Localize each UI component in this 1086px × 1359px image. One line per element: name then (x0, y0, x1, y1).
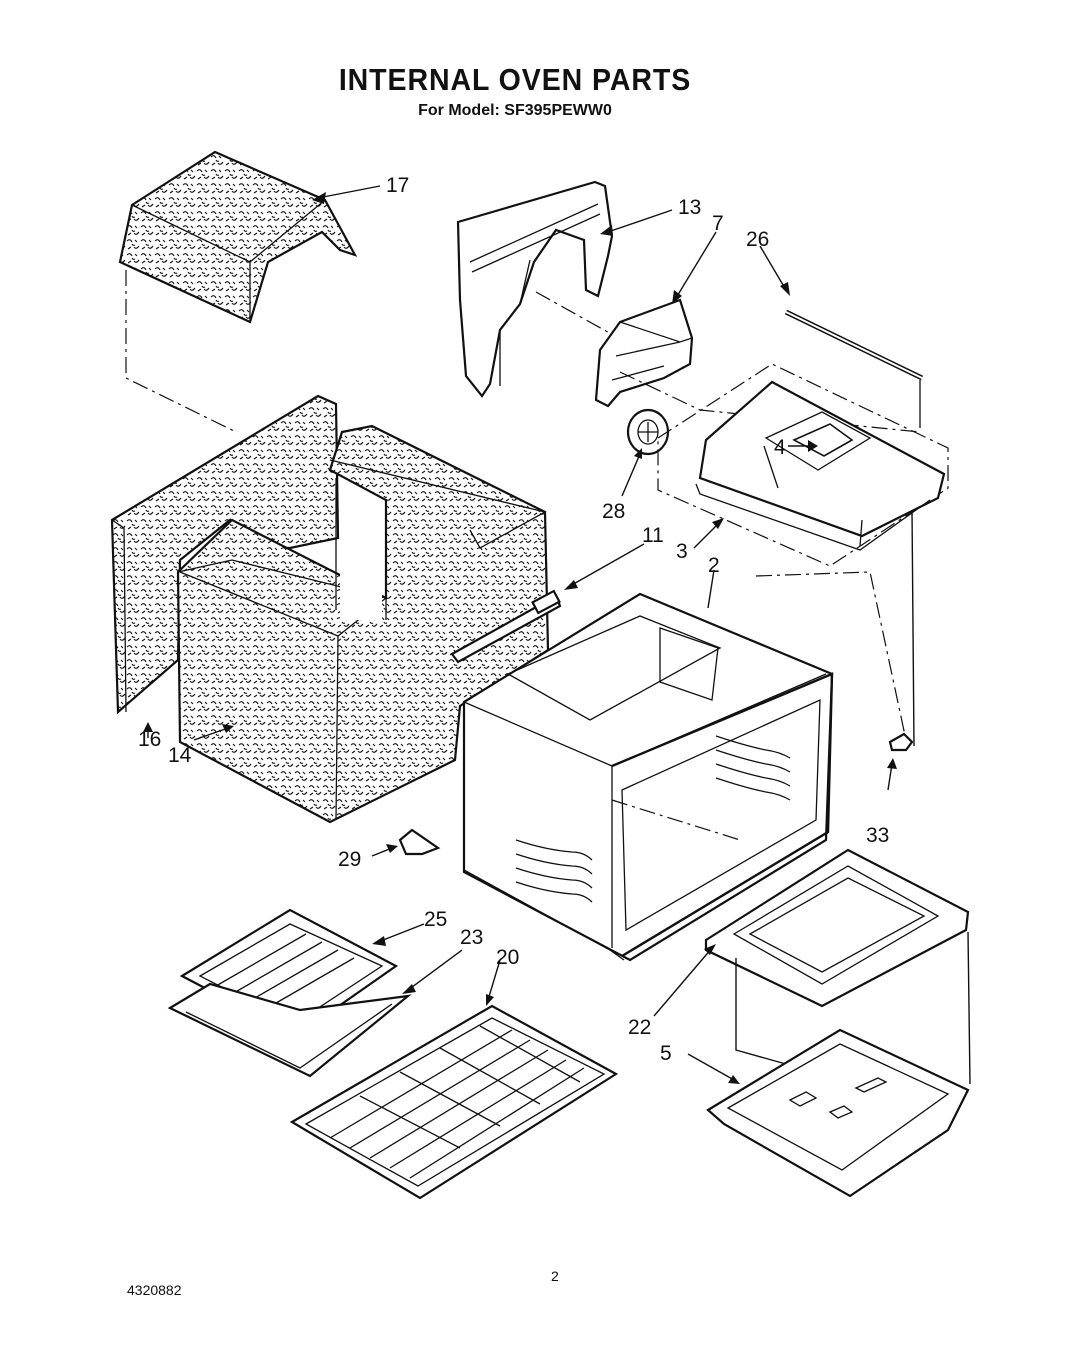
callout-29: 29 (338, 848, 361, 871)
part-2-oven-cavity (462, 592, 834, 962)
callout-17: 17 (386, 174, 409, 197)
part-28-bearing-ring (626, 408, 670, 456)
callout-25: 25 (424, 908, 447, 931)
model-subtitle: For Model: SF395PEWW0 (418, 102, 612, 119)
page-number: 2 (551, 1268, 559, 1284)
part-23-broiler-pan (167, 982, 412, 1078)
callout-2: 2 (708, 554, 720, 577)
callout-23: 23 (460, 926, 483, 949)
callout-4: 4 (774, 436, 786, 459)
callout-28: 28 (602, 500, 625, 523)
part-2-alignment-line (755, 571, 907, 741)
part-33-clip (888, 732, 914, 752)
document-number: 4320882 (127, 1282, 182, 1298)
callout-26: 26 (746, 228, 769, 251)
callout-13: 13 (678, 196, 701, 219)
part-26-rod (784, 309, 924, 428)
part-22-drop-line (735, 931, 971, 1085)
callout-11: 11 (642, 524, 664, 547)
page-title: INTERNAL OVEN PARTS (338, 62, 692, 97)
callout-33: 33 (866, 824, 889, 847)
part-29-small-bracket (398, 828, 441, 856)
part-11-bracket (450, 589, 562, 664)
callout-22: 22 (628, 1016, 651, 1039)
part-20-oven-rack (289, 1004, 619, 1200)
callout-7: 7 (712, 212, 724, 235)
part-7-vent-cover (594, 298, 694, 408)
part-5-burner-pan (706, 1028, 970, 1198)
callout-14: 14 (168, 744, 192, 767)
callout-16: 16 (138, 728, 161, 751)
callout-3: 3 (676, 540, 688, 563)
callout-leaders (143, 185, 897, 1084)
part-14-wrap-insulation (176, 424, 550, 824)
part-3-drop-line (911, 509, 915, 747)
callout-20: 20 (496, 946, 519, 969)
part-17-top-insulation (118, 150, 358, 324)
callout-5: 5 (660, 1042, 672, 1065)
part-3-top-housing (657, 363, 949, 567)
part-13-rear-duct-panel (456, 180, 623, 398)
part-17-alignment-line (125, 270, 237, 433)
